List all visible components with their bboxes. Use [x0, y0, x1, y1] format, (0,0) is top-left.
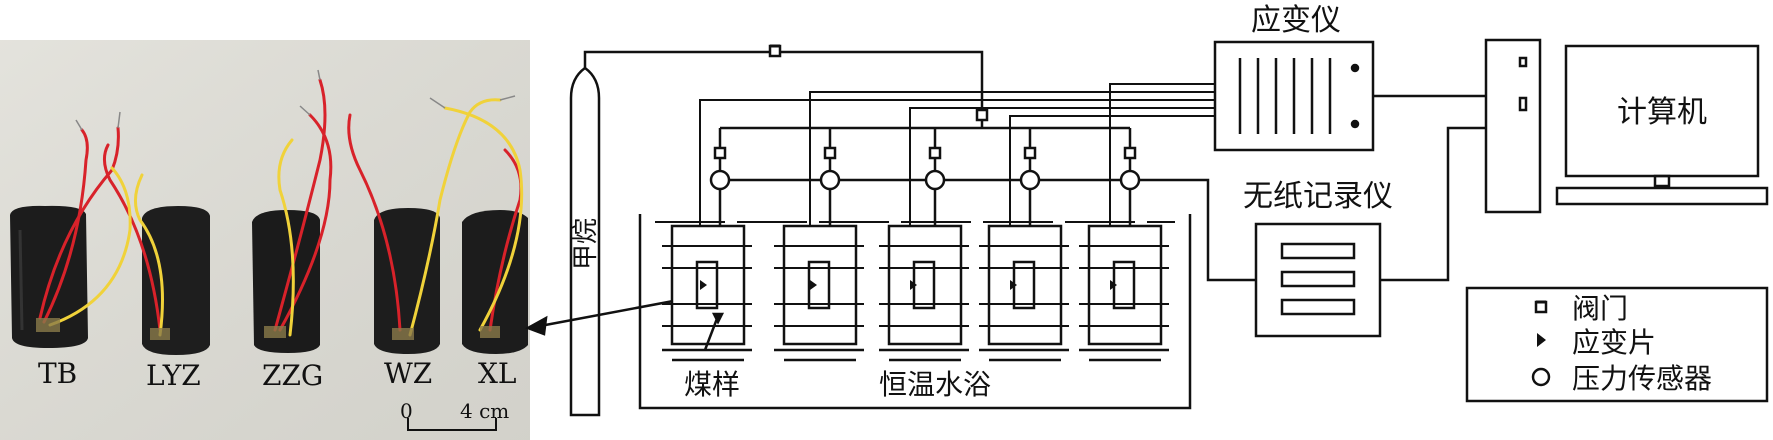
vessel-3 [879, 224, 969, 362]
sample-label-wz: WZ [384, 357, 432, 390]
methane-cylinder [569, 66, 601, 417]
coal-sample-tb [10, 205, 88, 348]
sample-photo: TB LYZ ZZG WZ XL 0 4 cm [0, 40, 530, 440]
sample-label-lyz: LYZ [146, 359, 201, 392]
coal-sample-xl [462, 210, 528, 354]
strain-meter-label: 应变仪 [1251, 3, 1341, 38]
vessel-1 [662, 224, 752, 362]
schematic [525, 38, 1769, 417]
legend-box [1465, 286, 1769, 403]
coal-sample-label: 煤样 [684, 368, 740, 401]
vessel-5 [1079, 224, 1169, 362]
legend-strain-gauge-icon [1537, 333, 1546, 347]
valve-icon [768, 44, 782, 58]
legend-label-pressure-sensor: 压力传感器 [1572, 362, 1712, 395]
sample-label-xl: XL [478, 357, 517, 390]
water-bath [638, 214, 1192, 410]
coal-sample-wz [374, 208, 440, 354]
vessel-2 [774, 224, 864, 362]
scale-bar [407, 418, 497, 431]
vessels [662, 224, 1169, 362]
computer-monitor [1555, 44, 1769, 206]
strain-gauges [700, 280, 1117, 290]
legend-label-strain-gauge: 应变片 [1572, 326, 1656, 359]
wire-tips [75, 69, 516, 131]
computer-label: 计算机 [1617, 95, 1707, 130]
paperless-recorder [1254, 222, 1382, 338]
strain-wires [699, 83, 1215, 270]
computer-tower [1484, 38, 1542, 214]
gas-cylinder-label: 甲烷 [571, 218, 601, 270]
vessel-4 [979, 224, 1069, 362]
recorder-label: 无纸记录仪 [1243, 179, 1393, 214]
yellow-wires [48, 98, 524, 337]
legend-pressure-sensor-icon [1531, 367, 1551, 387]
scale-label: 4 cm [460, 399, 509, 423]
coal-sample-pointer [703, 315, 720, 351]
water-bath-label: 恒温水浴 [879, 368, 991, 401]
legend-valve-icon [1534, 300, 1548, 314]
gas-branches [718, 128, 1132, 180]
legend-label-valve: 阀门 [1572, 292, 1628, 325]
sample-label-tb: TB [38, 357, 77, 390]
coal-sample-zzg [252, 210, 320, 353]
valve-icon [975, 108, 989, 122]
sensor-to-vessel [718, 189, 1132, 226]
strain-meter [1213, 40, 1375, 152]
sample-label-zzg: ZZG [262, 359, 323, 392]
scale-zero: 0 [400, 399, 413, 423]
branch-valves [713, 146, 1137, 160]
